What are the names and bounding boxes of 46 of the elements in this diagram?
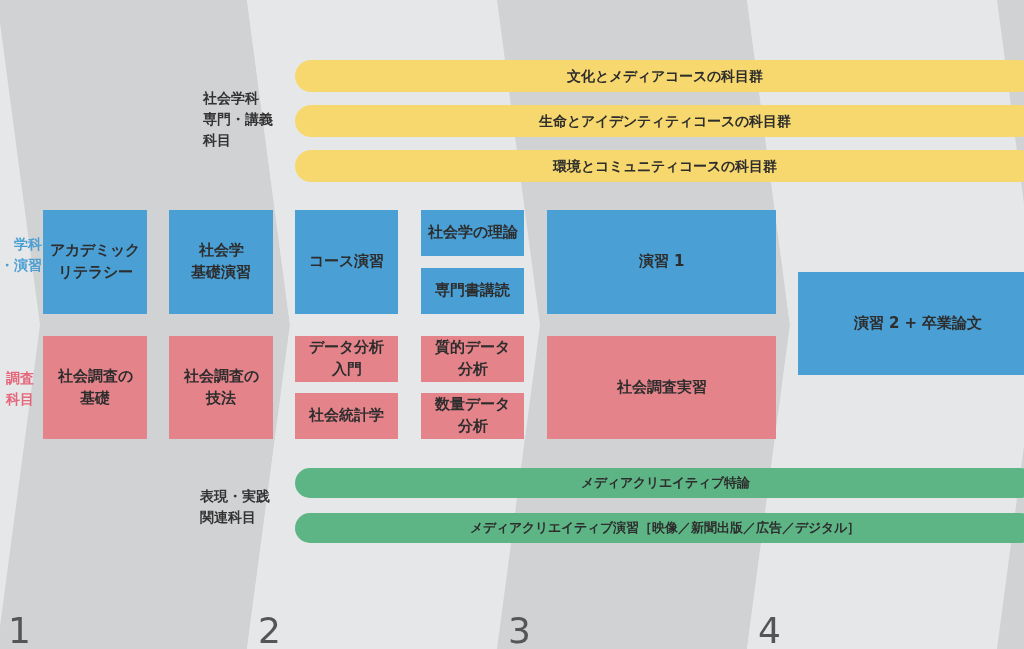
course-name: 質的データ分析 bbox=[435, 337, 510, 380]
course-group-pill bbox=[295, 105, 1024, 137]
year-number: 3 bbox=[508, 609, 532, 649]
course-name: 生命とアイデンティティコースの科目群 bbox=[539, 111, 791, 131]
category-label: 調査科目 bbox=[4, 369, 34, 409]
course-name: 環境とコミュニティコースの科目群 bbox=[553, 156, 777, 176]
course-group-pill bbox=[295, 60, 1024, 92]
course-name: 社会調査実習 bbox=[616, 376, 707, 398]
course-name: 社会調査の技法 bbox=[183, 365, 259, 409]
course-group-pill bbox=[295, 150, 1024, 182]
seminar-box bbox=[295, 210, 398, 314]
course-name: 専門書講読 bbox=[435, 280, 510, 302]
seminar-box bbox=[43, 210, 147, 314]
survey-course-box bbox=[169, 336, 273, 439]
course-name: コース演習 bbox=[309, 251, 384, 273]
survey-course-box bbox=[421, 393, 524, 439]
survey-course-box bbox=[43, 336, 147, 439]
course-name: 数量データ分析 bbox=[435, 394, 510, 437]
media-course-pill bbox=[295, 513, 1024, 543]
survey-course-box bbox=[295, 393, 398, 439]
course-name: 社会学基礎演習 bbox=[191, 240, 251, 283]
course-name: アカデミックリテラシー bbox=[50, 240, 140, 283]
course-name: 社会学の理論 bbox=[427, 222, 518, 244]
course-name: メディアクリエイティブ演習［映像／新聞出版／広告／デジタル］ bbox=[470, 518, 860, 537]
seminar-box bbox=[547, 210, 776, 314]
seminar-box bbox=[421, 268, 524, 314]
media-course-pill bbox=[295, 468, 1024, 498]
survey-course-box bbox=[421, 336, 524, 382]
seminar-box bbox=[169, 210, 273, 314]
year-number: 2 bbox=[258, 609, 282, 649]
course-name: メディアクリエイティブ特論 bbox=[580, 473, 750, 492]
survey-course-box bbox=[295, 336, 398, 382]
course-name: 演習 1 bbox=[638, 251, 685, 273]
seminar-box bbox=[798, 272, 1024, 375]
category-label: 学科・演習 bbox=[0, 235, 42, 275]
course-name: 文化とメディアコースの科目群 bbox=[567, 66, 763, 86]
category-label: 表現・実践関連科目 bbox=[200, 487, 271, 527]
seminar-box bbox=[421, 210, 524, 256]
category-label: 社会学科専門・講義科目 bbox=[203, 89, 274, 150]
course-name: 社会調査の基礎 bbox=[57, 365, 133, 409]
course-name: 演習 2 + 卒業論文 bbox=[853, 312, 983, 334]
year-number: 4 bbox=[758, 609, 782, 649]
course-name: データ分析入門 bbox=[309, 337, 384, 380]
year-number: 1 bbox=[8, 609, 32, 649]
course-name: 社会統計学 bbox=[309, 405, 384, 427]
survey-course-box bbox=[547, 336, 776, 439]
